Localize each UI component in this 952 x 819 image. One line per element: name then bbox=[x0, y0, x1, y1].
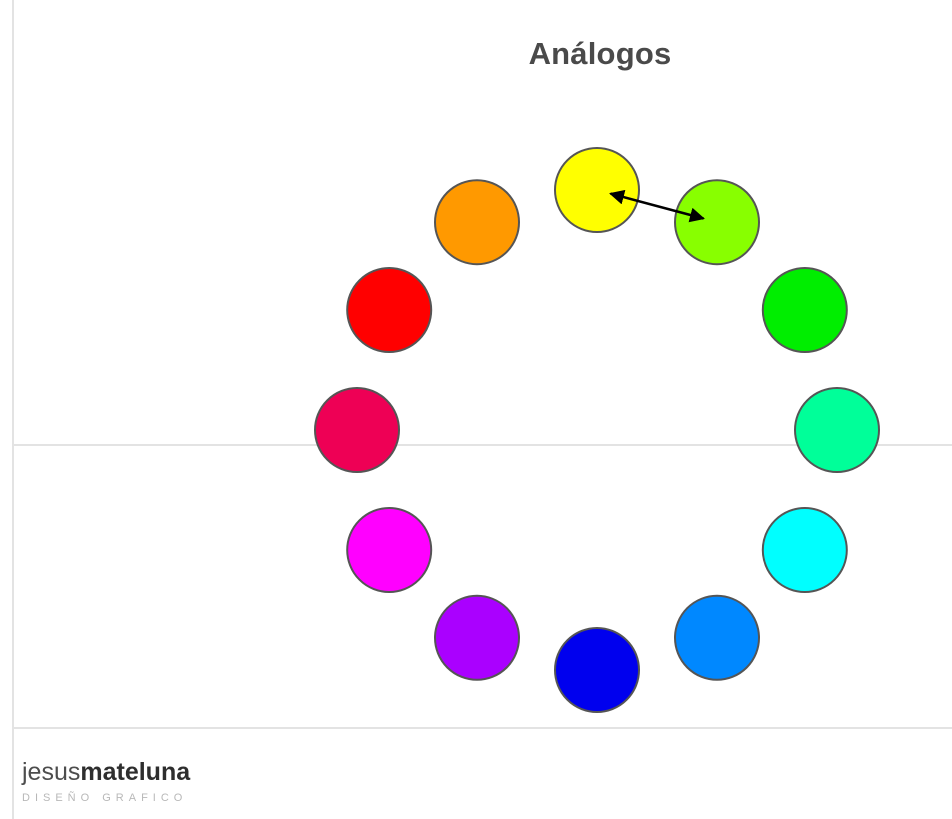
swatch-cyan bbox=[761, 507, 848, 593]
swatch-orange bbox=[434, 179, 520, 266]
swatch-green bbox=[761, 267, 848, 353]
color-swatches bbox=[314, 147, 880, 713]
left-divider bbox=[12, 0, 14, 819]
analogous-arrow bbox=[609, 189, 705, 223]
swatch-red bbox=[346, 267, 433, 353]
logo-wordmark-bold: mateluna bbox=[80, 758, 191, 786]
middle-divider bbox=[12, 444, 952, 446]
logo-wordmark: jesusmateluna bbox=[22, 757, 292, 787]
swatch-yellow bbox=[554, 147, 640, 233]
swatch-violet bbox=[434, 594, 520, 681]
logo-wordmark-light: jesus bbox=[22, 758, 81, 786]
swatch-yellow-green bbox=[674, 179, 760, 266]
swatch-magenta bbox=[346, 507, 433, 593]
swatch-spring-green bbox=[794, 387, 880, 473]
logo-tagline: DISEÑO GRAFICO bbox=[22, 792, 188, 804]
diagram-title: Análogos bbox=[528, 36, 672, 71]
swatch-blue bbox=[554, 627, 640, 713]
logo: jesusmateluna DISEÑO GRAFICO bbox=[22, 757, 292, 813]
swatch-azure bbox=[674, 594, 760, 681]
swatch-rose bbox=[314, 387, 400, 473]
bottom-divider bbox=[12, 727, 952, 729]
